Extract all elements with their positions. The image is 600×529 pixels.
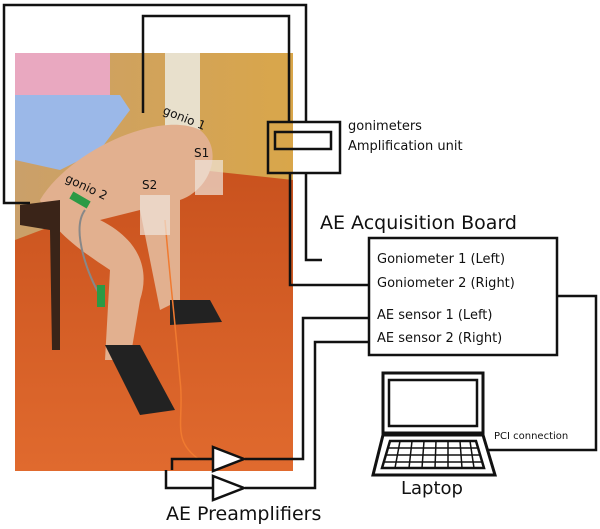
- amp-unit-label-1: gonimeters: [348, 119, 422, 134]
- photo: [15, 53, 293, 471]
- label-s1: S1: [194, 146, 210, 160]
- board-channel: Goniometer 2 (Right): [377, 276, 515, 291]
- amp-unit-label-2: Amplification unit: [348, 139, 463, 154]
- board-channel: Goniometer 1 (Left): [377, 252, 506, 267]
- board-channel: AE sensor 1 (Left): [377, 308, 493, 323]
- label-s2: S2: [142, 178, 158, 192]
- board-channel: AE sensor 2 (Right): [377, 331, 503, 346]
- preamplifiers-label: AE Preamplifiers: [166, 503, 322, 525]
- laptop-label: Laptop: [401, 478, 463, 499]
- pci-connection-label: PCI connection: [494, 431, 569, 442]
- board-title: AE Acquisition Board: [320, 212, 517, 234]
- laptop-icon: [371, 371, 498, 477]
- wiring: [2, 3, 598, 502]
